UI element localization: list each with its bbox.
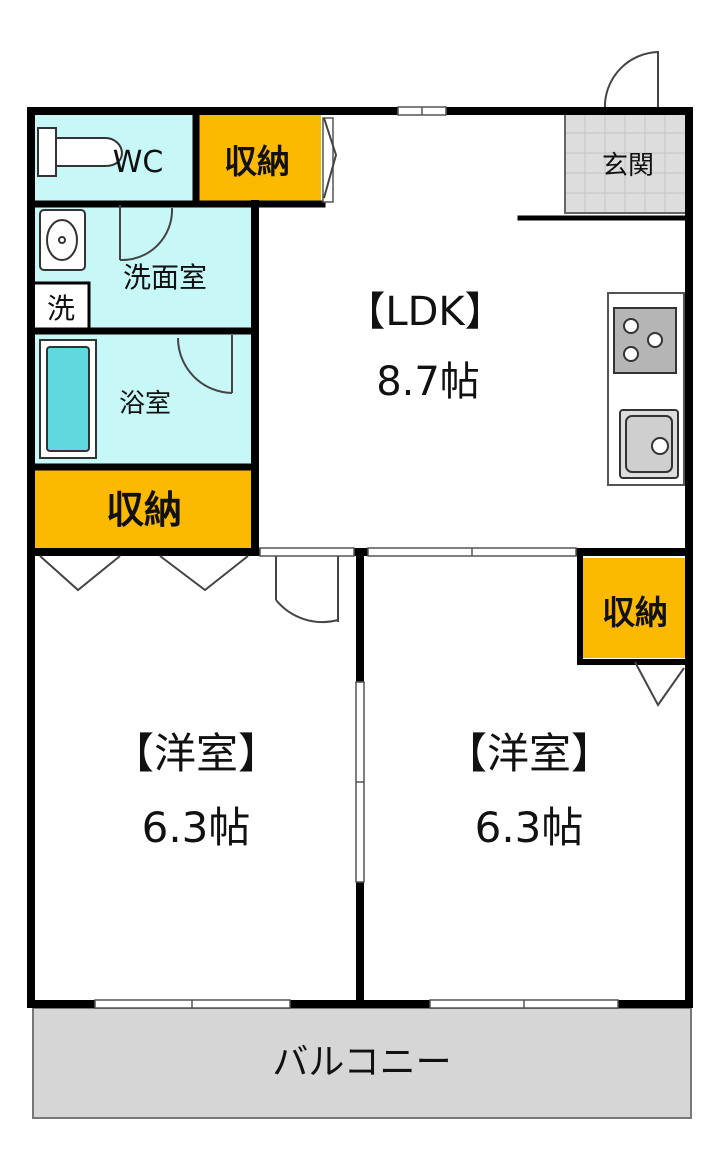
storage-hall-fold-door-icon: [39, 555, 249, 592]
storage-hall-area: [33, 469, 251, 549]
western-right-name-label: 【洋室】: [445, 729, 613, 778]
ldk-name-label: 【LDK】: [345, 289, 504, 335]
storage-wc-label: 収納: [224, 142, 290, 181]
storage-hall-label: 収納: [106, 488, 182, 532]
washer-area: [33, 283, 89, 329]
entrance-door-icon[interactable]: [604, 50, 659, 113]
storage-right-fold-door-icon: [634, 661, 685, 707]
western-left-name-label: 【洋室】: [112, 729, 280, 778]
entrance-label: 玄関: [602, 151, 654, 181]
bedroom-left-door-icon: [275, 556, 339, 623]
sink-icon: [619, 409, 679, 479]
balcony-area: [32, 1007, 692, 1119]
washroom-label: 洗面室: [123, 261, 207, 294]
western-left-size-label: 6.3帖: [142, 803, 251, 852]
balcony-label: バルコニー: [272, 1042, 451, 1083]
stove-icon: [613, 307, 677, 374]
wc-label: WC: [113, 145, 164, 180]
storage-right-label: 収納: [602, 593, 668, 632]
toilet-icon: [37, 127, 123, 177]
openings: [94, 106, 619, 1009]
washroom-door-icon: [119, 205, 174, 262]
storage-wc-area: [199, 113, 321, 201]
walls: [27, 107, 693, 1008]
doors: [39, 117, 685, 707]
storage-wc-door-icon: [323, 117, 338, 199]
ldk-size-label: 8.7帖: [376, 359, 480, 405]
washbasin-icon: [39, 209, 86, 271]
western-right-size-label: 6.3帖: [475, 803, 584, 852]
washer-label: 洗: [47, 292, 75, 325]
bathtub-icon: [39, 339, 97, 459]
storage-right-area: [582, 558, 688, 658]
entrance-area: [564, 112, 689, 214]
bathroom-label: 浴室: [119, 389, 171, 419]
bathroom-door-icon: [177, 335, 233, 394]
